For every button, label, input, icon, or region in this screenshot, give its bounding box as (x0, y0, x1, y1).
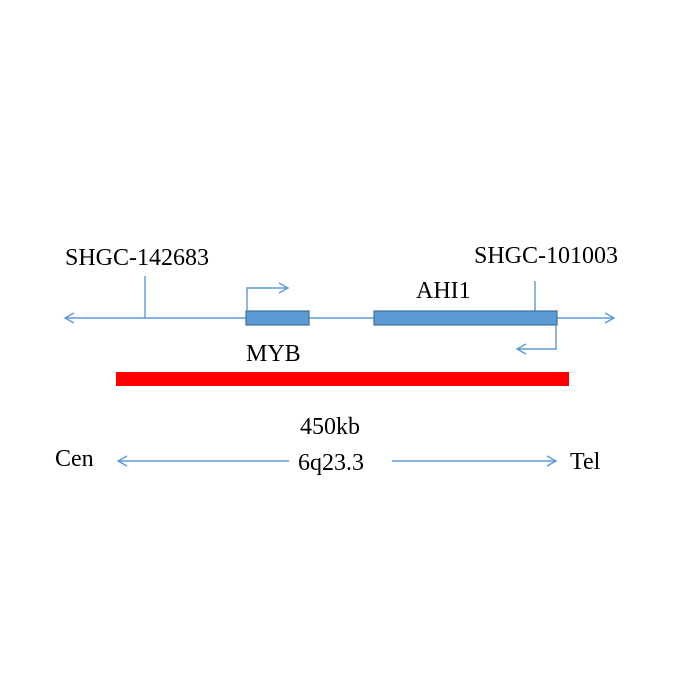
myb-gene-box (245, 310, 310, 326)
region-bar (116, 372, 569, 386)
ahi1-gene-box (373, 310, 558, 326)
centromere-label: Cen (55, 446, 94, 472)
ahi1-label: AHI1 (416, 278, 471, 304)
ahi1-direction-arrow-icon (515, 325, 557, 355)
marker-label-right: SHGC-101003 (474, 243, 618, 269)
marker-label-left: SHGC-142683 (65, 245, 209, 271)
myb-label: MYB (246, 341, 301, 367)
telomere-label: Tel (570, 449, 601, 475)
cytoband-label: 6q23.3 (298, 450, 364, 476)
region-size-label: 450kb (300, 414, 360, 440)
myb-direction-arrow-icon (246, 282, 290, 311)
